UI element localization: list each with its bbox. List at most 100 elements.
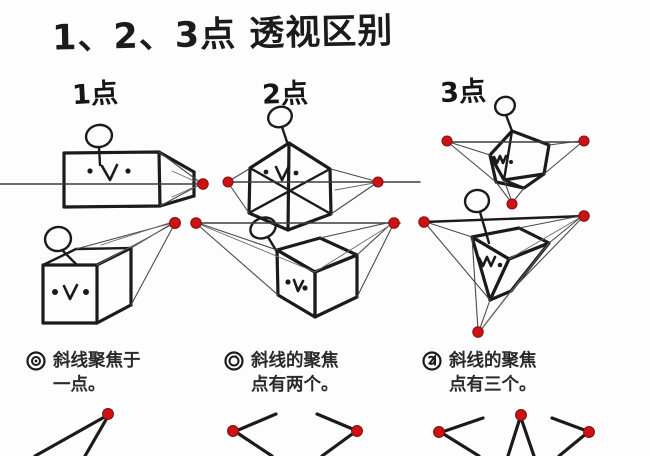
guide-line (510, 217, 583, 292)
box-front-face (62, 150, 162, 209)
summary-vanishing-point-left (227, 425, 239, 437)
vanishing-point-bottom (472, 326, 484, 338)
summary-line (320, 430, 357, 456)
summary-line (550, 416, 589, 433)
guide-line (314, 223, 393, 273)
vanishing-point-left (190, 217, 202, 229)
summary-line (234, 430, 274, 456)
vanishing-point-right (388, 217, 400, 229)
circled-two-icon (224, 351, 244, 371)
vanishing-point-left (441, 135, 453, 147)
vanishing-point-left (222, 176, 234, 188)
guide-line (503, 179, 513, 203)
guide-line (171, 183, 202, 198)
face-eye-left (87, 168, 93, 174)
summary-line (557, 431, 589, 456)
face-eye-right (83, 289, 89, 295)
caption-line-1: 斜线的聚焦 (251, 351, 339, 371)
guide-line (508, 216, 582, 260)
guide-line (471, 236, 479, 331)
face-mouth (292, 278, 305, 293)
vanishing-point-right (578, 135, 590, 147)
two-point-upper-drawing (222, 105, 421, 232)
guide-line (158, 151, 202, 184)
face-eye-right (293, 170, 299, 176)
antenna-loop-icon (463, 188, 491, 214)
summary-vanishing-point-left (433, 426, 445, 438)
guide-line (495, 181, 512, 203)
guide-line (228, 183, 250, 214)
face-mouth (62, 283, 79, 301)
summary-line (440, 431, 481, 456)
face-eye-right (302, 285, 308, 291)
face-eye (509, 160, 513, 164)
guide-line (96, 223, 174, 266)
caption-line-1: 斜线聚焦于 (53, 351, 141, 371)
one-point-upper-drawing (0, 123, 209, 209)
summary-vanishing-point-top (515, 409, 527, 421)
guide-line (425, 221, 473, 238)
summary-vanishing-point (102, 408, 114, 420)
circled-one-icon (26, 351, 46, 371)
summary-line (440, 416, 485, 434)
guide-line (198, 223, 316, 273)
guide-line (518, 215, 581, 229)
face-doodle (492, 154, 508, 165)
caption-line-2: 点有两个。 (251, 375, 339, 396)
summary-line (234, 412, 278, 433)
box-top-far-edge (74, 246, 133, 251)
caption-three-point: 斜线的聚焦 点有三个。 (422, 349, 607, 397)
box-edge (502, 178, 526, 190)
guide-line (330, 183, 376, 215)
face-eye-left (52, 289, 58, 295)
summary-line (33, 413, 110, 456)
summary-sketch-one-point (33, 408, 114, 456)
box-edge-right-to-left (247, 167, 332, 215)
face-mouth (274, 164, 291, 182)
face-mouth (100, 163, 119, 182)
guide-line (197, 224, 279, 296)
summary-line (83, 416, 109, 456)
box-vertical-corner (502, 129, 514, 182)
box-bottom-edge (158, 194, 196, 208)
box-vertical-corner-near (286, 141, 291, 232)
antenna-loop-icon (84, 123, 114, 149)
box-top-face (275, 236, 359, 274)
summary-line (315, 412, 357, 432)
caption-one-point: 斜线聚焦于 一点。 (26, 349, 211, 397)
antenna-stem (97, 145, 102, 167)
guide-line (548, 140, 581, 146)
guide-line (197, 222, 278, 251)
antenna-loop-icon (43, 225, 73, 253)
box-top-left-edge (41, 247, 78, 267)
guide-line (319, 221, 392, 239)
caption-line-2: 一点。 (53, 375, 106, 396)
guide-line (543, 142, 582, 175)
box-bottom-right-edge (95, 303, 133, 325)
summary-vanishing-point-right (351, 425, 363, 437)
horizon-line (422, 214, 587, 224)
summary-line (519, 416, 536, 456)
antenna-stem (504, 113, 514, 133)
guide-line (159, 183, 202, 207)
caption-line-1: 斜线的聚焦 (449, 351, 537, 371)
antenna-loop-icon (267, 105, 293, 129)
three-point-lower-drawing (418, 188, 590, 338)
guide-line (171, 170, 202, 185)
caption-line-2: 点有三个。 (449, 375, 537, 396)
one-point-lower-drawing (41, 217, 181, 325)
guide-line (356, 222, 393, 256)
guide-line (480, 242, 550, 331)
summary-sketch-two-point (227, 412, 363, 456)
summary-sketch-three-point (433, 409, 595, 456)
antenna-stem (478, 210, 491, 245)
box-right-face (313, 253, 359, 319)
guide-line (334, 182, 375, 191)
face-eye-left (285, 279, 291, 285)
box-front-face (41, 263, 99, 325)
circled-three-icon (422, 351, 442, 371)
guide-line (425, 223, 491, 301)
two-point-lower-drawing (190, 216, 401, 319)
